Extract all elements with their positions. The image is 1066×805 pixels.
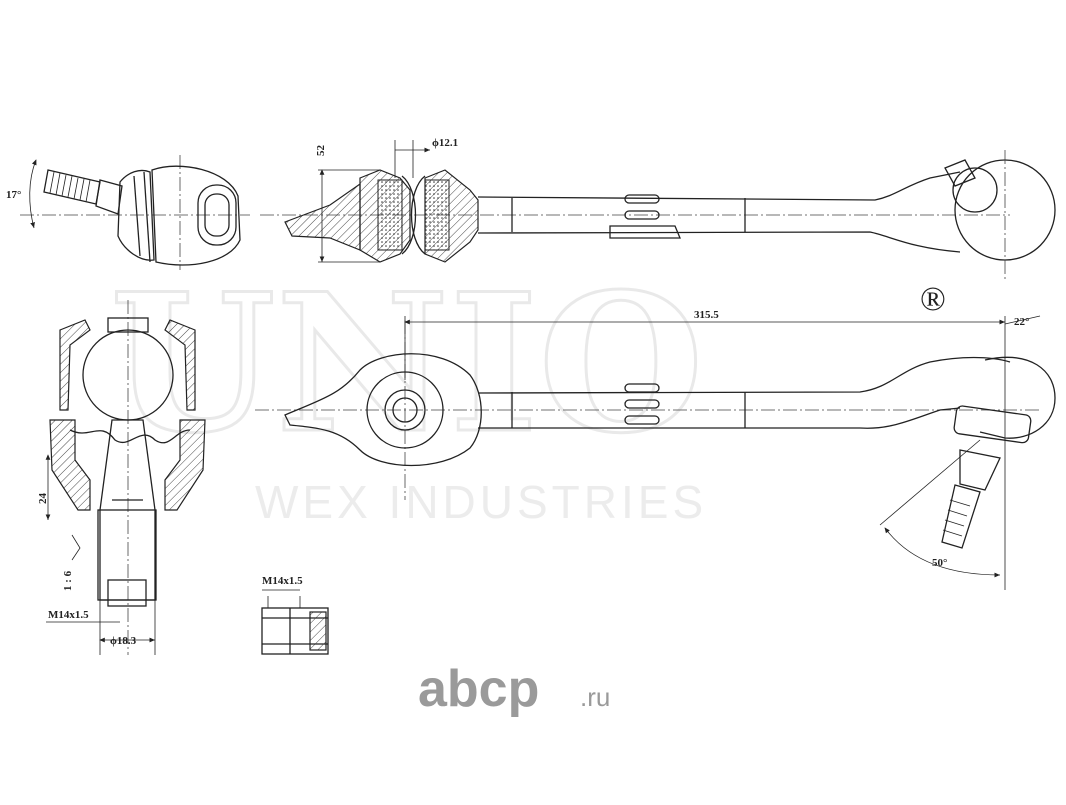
control-arm-front-view: 315.5 22° 50° [255, 309, 1056, 590]
watermark-registered: ® [920, 281, 946, 318]
abcp-logo: abcp .ru [418, 660, 610, 718]
hex-nut-icon: M14x1.5 [261, 575, 329, 655]
dim-diameter-12-1: ϕ12.1 [432, 137, 458, 149]
dim-taper: 1 : 6 [62, 570, 74, 591]
logo-main: abcp [418, 660, 539, 718]
ball-joint-side-view: 17° [6, 155, 250, 270]
dim-24: 24 [37, 493, 49, 505]
logo-suffix: .ru [580, 682, 610, 712]
ball-joint-section-view: 24 1 : 6 M14x1.5 ϕ18.3 [37, 300, 206, 655]
dim-length-315-5: 315.5 [694, 309, 719, 321]
dim-thread-stud: M14x1.5 [48, 609, 89, 621]
control-arm-top-view: 52 ϕ12.1 [260, 137, 1056, 280]
dim-diameter-18-3: ϕ18.3 [110, 635, 137, 647]
dim-thread-nut: M14x1.5 [262, 575, 303, 587]
dim-angle-17: 17° [6, 189, 21, 201]
watermark: UNIO ® WEX INDUSTRIES [109, 251, 946, 529]
watermark-brand: UNIO [110, 252, 704, 475]
dim-52: 52 [315, 145, 327, 157]
watermark-subtitle: WEX INDUSTRIES [255, 476, 707, 528]
dim-angle-50: 50° [932, 557, 947, 569]
dim-angle-22: 22° [1014, 316, 1029, 328]
